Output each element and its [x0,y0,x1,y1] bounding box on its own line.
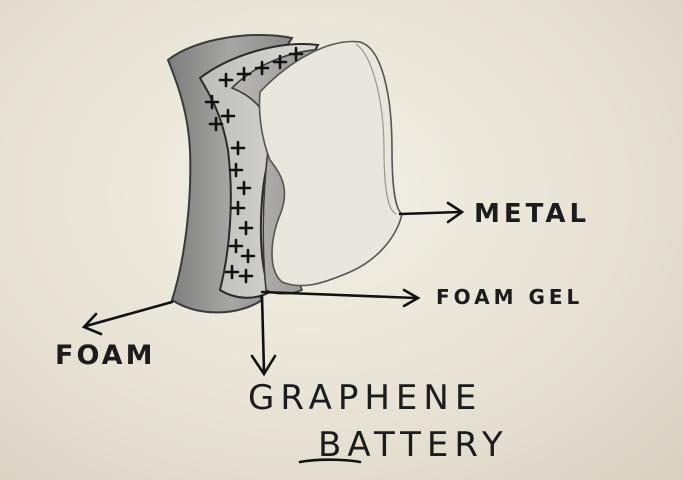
title-graphene: GRAPHENE [248,378,482,418]
arrow-foam [84,302,172,334]
arrow-metal [400,203,462,222]
arrow-graphene [252,296,275,374]
metal-plate [259,42,402,286]
arrow-foam-gel [262,290,418,306]
label-metal: METAL [474,199,590,229]
label-foam: FOAM [55,340,155,371]
title-battery: BATTERY [318,425,509,465]
label-foam-gel: FOAM GEL [436,285,583,309]
